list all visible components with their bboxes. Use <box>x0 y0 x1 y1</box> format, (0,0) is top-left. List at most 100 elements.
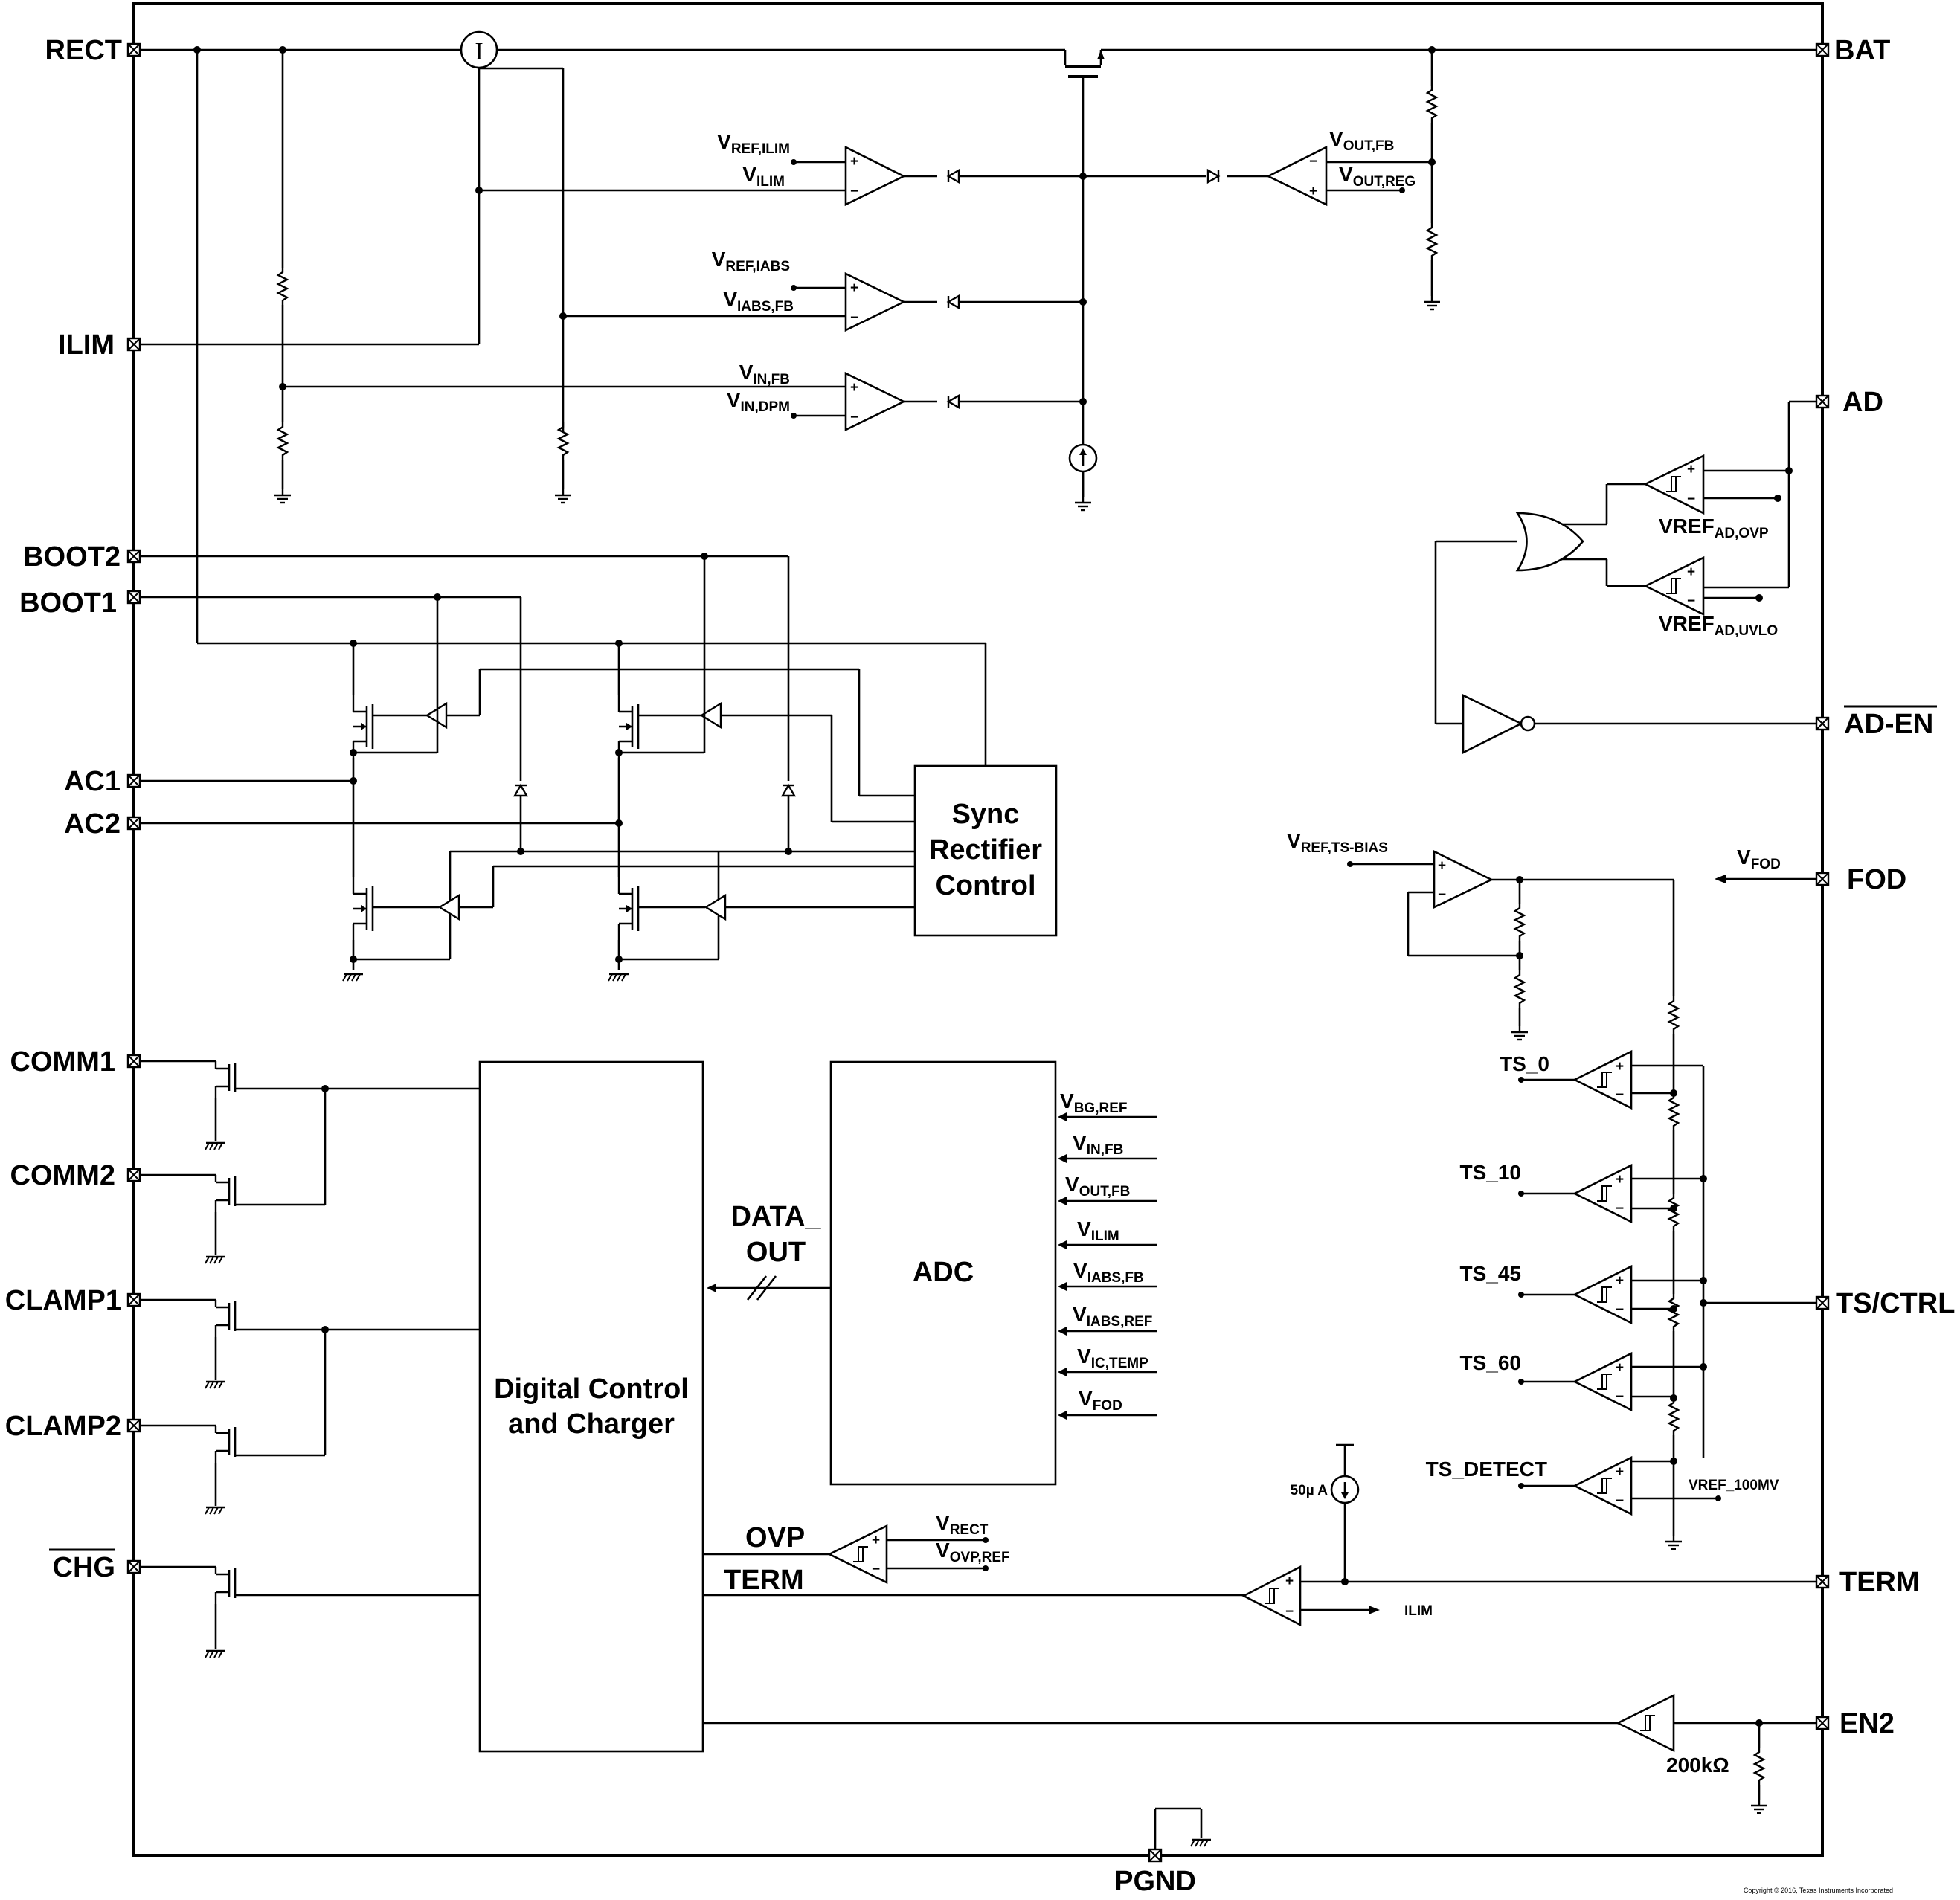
pin-pgnd: PGND <box>1114 1866 1196 1897</box>
svg-text:+: + <box>1616 1360 1624 1376</box>
adc-input-6: VIC,TEMP <box>1077 1345 1148 1371</box>
svg-text:+: + <box>1309 184 1317 199</box>
ts-ladder <box>1664 995 1822 1550</box>
svg-text:−: − <box>1309 154 1317 170</box>
pin-clamp2: CLAMP2 <box>5 1411 121 1442</box>
pin-ad-en: AD-EN <box>1844 709 1933 740</box>
term-comparator: + − <box>703 1443 1822 1627</box>
en2-comparator <box>703 1693 1822 1814</box>
label-term: TERM <box>724 1565 804 1596</box>
svg-text:+: + <box>1687 462 1695 477</box>
svg-text:−: − <box>850 310 858 326</box>
label-v-out-fb: VOUT,FB <box>1329 127 1394 154</box>
label-data-out-1: DATA_ <box>730 1201 821 1232</box>
adc-input-2: VOUT,FB <box>1065 1173 1130 1199</box>
label-vref-ilim: VREF,ILIM <box>717 130 790 157</box>
label-v-rect: VRECT <box>936 1511 989 1538</box>
svg-text:+: + <box>1687 564 1695 580</box>
svg-text:−: − <box>1616 1087 1624 1103</box>
pin-boot2: BOOT2 <box>23 541 121 573</box>
adc-input-7: VFOD <box>1079 1387 1122 1414</box>
iabs-divider <box>553 312 848 504</box>
label-vref-ad-uvlo: VREFAD,UVLO <box>1659 612 1778 639</box>
pin-markers <box>126 42 1830 1863</box>
svg-text:+: + <box>850 280 858 296</box>
svg-text:−: − <box>1616 1201 1624 1217</box>
label-50ua: 50µ A <box>1291 1483 1328 1498</box>
svg-text:+: + <box>872 1533 880 1548</box>
adc-input-4: VIABS,FB <box>1073 1259 1144 1286</box>
svg-text:+: + <box>1616 1059 1624 1075</box>
label-data-out-2: OUT <box>746 1237 806 1268</box>
pin-boot1: BOOT1 <box>19 587 117 619</box>
label-v-in-dpm: VIN,DPM <box>727 388 790 415</box>
svg-text:+: + <box>1616 1273 1624 1289</box>
chip-outline <box>132 2 1824 1857</box>
adc-input-3: VILIM <box>1077 1217 1119 1244</box>
svg-text:+: + <box>1616 1172 1624 1188</box>
fod-arrow <box>1715 875 1822 883</box>
pin-fod: FOD <box>1847 864 1906 895</box>
pullup-current-source <box>1068 443 1098 512</box>
svg-text:−: − <box>1616 1493 1624 1509</box>
adc-input-5: VIABS,REF <box>1073 1303 1152 1330</box>
label-ts-45: TS_45 <box>1460 1262 1522 1285</box>
ts-bias-amp: + − <box>1347 849 1675 1041</box>
label-ts-10: TS_10 <box>1460 1161 1522 1184</box>
svg-text:−: − <box>1687 593 1695 609</box>
pin-ts-ctrl: TS/CTRL <box>1836 1288 1955 1319</box>
label-v-ilim: VILIM <box>742 163 785 190</box>
sync-rectifier-block <box>913 764 1058 937</box>
label-ts-detect: TS_DETECT <box>1426 1458 1547 1481</box>
svg-text:−: − <box>1616 1389 1624 1405</box>
vout-reg-amp: − + <box>1083 145 1436 207</box>
svg-text:−: − <box>1285 1604 1294 1620</box>
label-ts-60: TS_60 <box>1460 1351 1522 1374</box>
rect-divider <box>273 50 848 504</box>
svg-text:−: − <box>850 410 858 425</box>
svg-text:−: − <box>1687 492 1695 507</box>
ovp-comparator: + − <box>703 1524 989 1585</box>
ilim-amp: + − <box>479 145 1083 207</box>
label-v-fod: VFOD <box>1737 846 1781 872</box>
output-fets <box>134 1060 480 1659</box>
pin-ilim: ILIM <box>58 329 115 361</box>
digital-control-label-2: and Charger <box>508 1408 675 1440</box>
pin-chg: CHG <box>53 1552 115 1583</box>
label-v-in-fb: VIN,FB <box>739 361 790 387</box>
label-v-out-reg: VOUT,REG <box>1339 163 1416 190</box>
svg-text:+: + <box>850 154 858 170</box>
pin-ad: AD <box>1842 387 1883 418</box>
ts-comparators: +− +− +− +− +− <box>1518 1049 1721 1516</box>
digital-control-block <box>478 1060 704 1753</box>
current-sense-element: I <box>460 30 565 431</box>
sync-rectifier-wiring <box>134 553 987 982</box>
sync-rectifier-label-3: Control <box>935 870 1035 901</box>
pin-rect: RECT <box>45 35 122 66</box>
pgnd-connection <box>1154 1807 1212 1855</box>
pin-term: TERM <box>1839 1567 1920 1598</box>
pin-comm2: COMM2 <box>10 1160 115 1191</box>
copyright: Copyright © 2016, Texas Instruments Inco… <box>1744 1887 1893 1894</box>
svg-text:−: − <box>850 184 858 199</box>
svg-text:−: − <box>872 1562 880 1577</box>
adc-input-0: VBG,REF <box>1060 1089 1127 1116</box>
pin-bat: BAT <box>1834 35 1890 66</box>
pin-comm1: COMM1 <box>10 1046 115 1078</box>
rect-bat-rail <box>134 46 1822 54</box>
svg-text:+: + <box>1285 1574 1294 1589</box>
adc-block <box>829 1060 1057 1486</box>
label-ts-0: TS_0 <box>1500 1052 1549 1075</box>
adc-input-1: VIN,FB <box>1073 1131 1123 1158</box>
sync-rectifier-label-1: Sync <box>952 799 1020 830</box>
pin-en2: EN2 <box>1839 1708 1895 1739</box>
ad-comparators: + − + − <box>1434 400 1822 755</box>
bat-divider <box>1422 50 1442 311</box>
adc-label: ADC <box>913 1257 974 1288</box>
svg-text:+: + <box>1438 858 1446 874</box>
label-vref-iabs: VREF,IABS <box>712 248 790 274</box>
label-ilim-out: ILIM <box>1404 1603 1433 1619</box>
adc-input-arrows <box>1058 1112 1157 1420</box>
vin-dpm-amp: + − <box>791 371 1083 432</box>
pin-clamp1: CLAMP1 <box>5 1285 121 1316</box>
